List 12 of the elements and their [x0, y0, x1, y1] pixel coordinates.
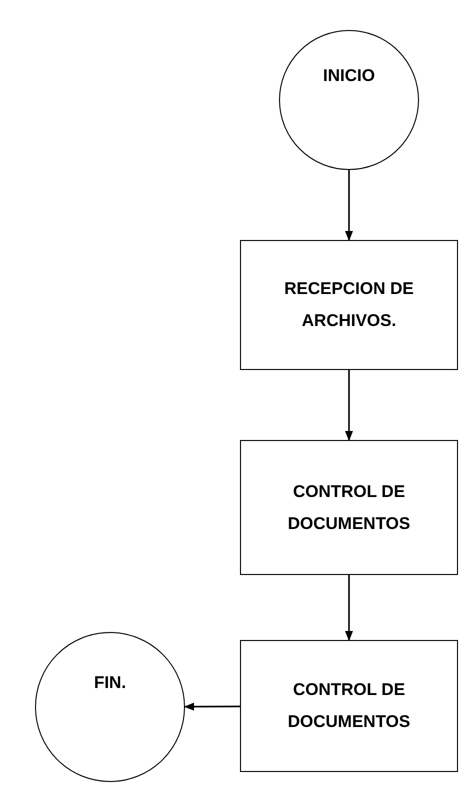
node-label: CONTROL DE DOCUMENTOS [286, 679, 412, 733]
process-box [240, 240, 458, 370]
process-box [240, 640, 458, 772]
arrow [345, 170, 353, 241]
arrow [345, 370, 353, 441]
process-box [240, 440, 458, 575]
node-label: FIN. [92, 672, 128, 694]
node-label: RECEPCION DE ARCHIVOS. [283, 278, 415, 332]
node-label: CONTROL DE DOCUMENTOS [286, 480, 412, 534]
arrow [184, 702, 240, 711]
node-label: INICIO [322, 65, 376, 87]
arrow [345, 575, 353, 641]
